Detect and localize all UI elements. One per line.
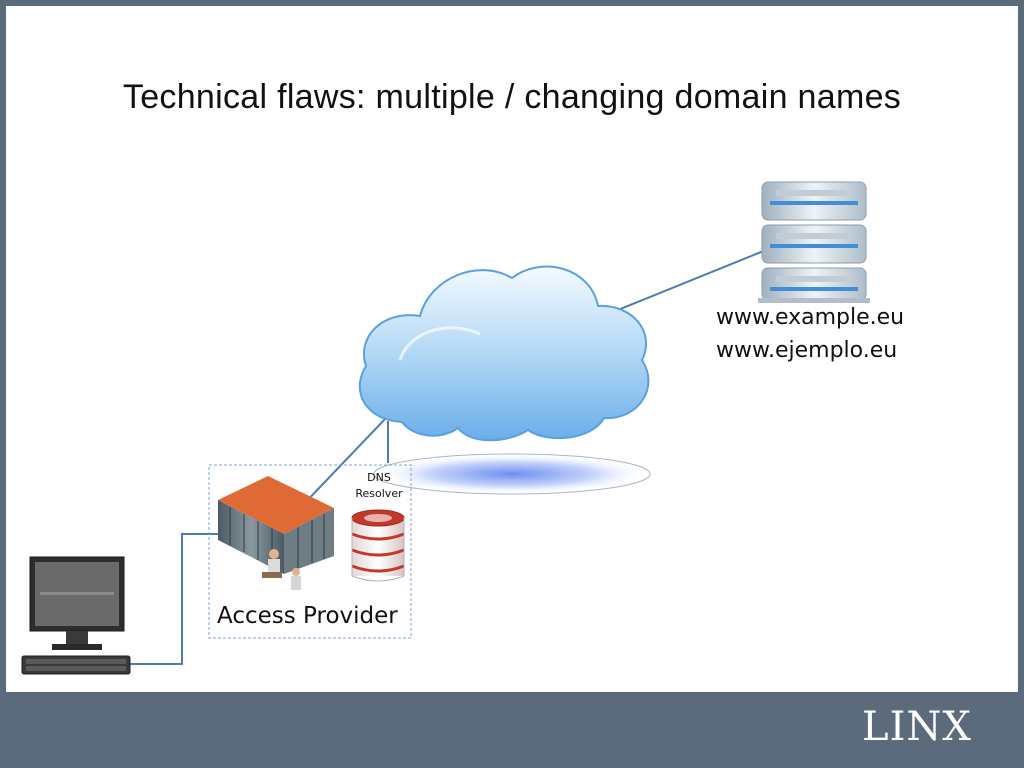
server-domain-list: www.example.eu www.ejemplo.eu bbox=[716, 301, 904, 367]
keyboard-icon bbox=[21, 655, 131, 675]
dns-resolver-label-line2: Resolver bbox=[355, 487, 403, 500]
datacenter-icon bbox=[218, 476, 334, 590]
slide-footer bbox=[0, 692, 1024, 768]
desktop-computer-icon bbox=[29, 556, 125, 650]
link-provider-to-cloud bbox=[299, 417, 387, 509]
server-stack-icon bbox=[758, 181, 870, 303]
dns-database-icon bbox=[351, 509, 405, 582]
access-provider-box bbox=[208, 464, 412, 639]
link-cloud-to-server bbox=[597, 249, 767, 319]
cloud-icon bbox=[358, 265, 650, 442]
cloud-shadow bbox=[373, 453, 651, 495]
server-domain-1: www.example.eu bbox=[716, 305, 905, 330]
server-domain-2: www.ejemplo.eu bbox=[716, 338, 898, 363]
slide-title: Technical flaws: multiple / changing dom… bbox=[122, 78, 902, 116]
link-computer-to-provider bbox=[130, 533, 218, 665]
access-provider-label: Access Provider bbox=[217, 603, 398, 629]
linx-logo: LINX bbox=[862, 704, 972, 750]
connection-lines bbox=[130, 249, 767, 665]
dns-resolver-label-line1: DNS bbox=[367, 471, 391, 484]
dns-resolver-label: DNS Resolver bbox=[348, 470, 410, 502]
